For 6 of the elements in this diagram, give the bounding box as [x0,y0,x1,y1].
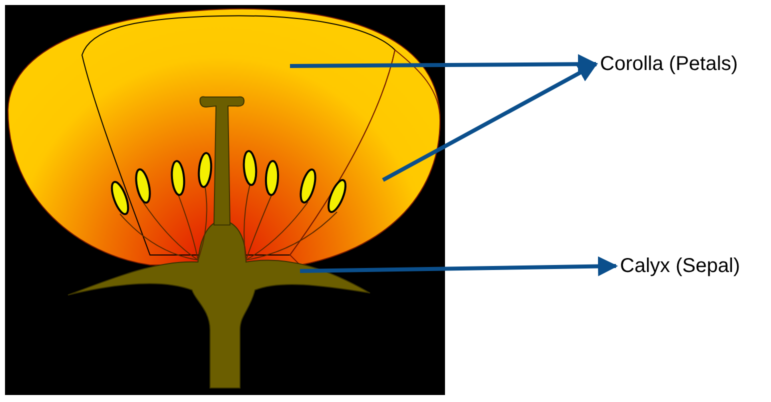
part-label: Corolla (Petals) [600,52,738,76]
leader-arrow [382,62,598,182]
part-label: Calyx (Sepal) [620,254,740,278]
side-petal [290,50,440,266]
leader-arrow [290,54,598,74]
sepal-drawing [68,220,370,388]
